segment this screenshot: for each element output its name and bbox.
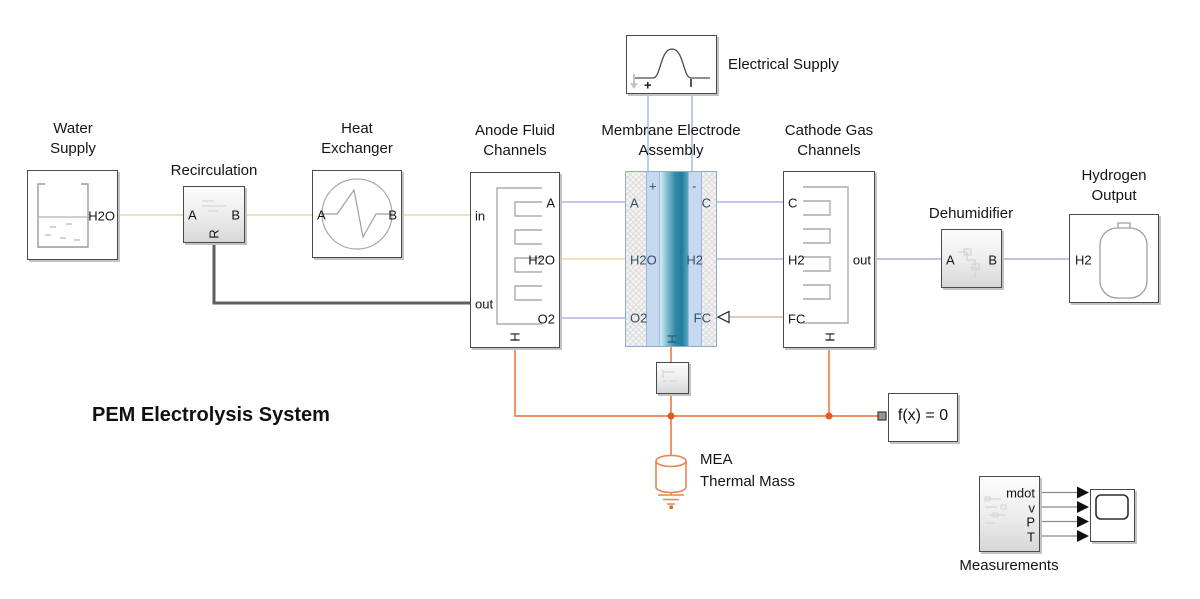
port-label-h: H <box>822 332 838 342</box>
port-label-out: out <box>852 252 871 268</box>
thermal-junction-dot <box>825 412 833 420</box>
heat-exchanger-block[interactable]: A B <box>312 170 402 258</box>
water-supply-label: Water Supply <box>50 120 96 157</box>
port-label-a: A <box>946 252 955 268</box>
port-label-a: A <box>317 207 326 223</box>
port-label-fc: FC <box>788 311 806 327</box>
annotation-arrow-icon <box>630 83 638 89</box>
port-label-plus: + <box>649 178 657 194</box>
pulse-curve-icon <box>630 48 710 89</box>
port-label-o2: O2 <box>630 310 648 326</box>
cathode-gas-channels-block[interactable]: C H2 FC out H <box>783 171 875 348</box>
port-label-b: B <box>231 207 240 223</box>
fc-signal-arrow-icon <box>716 310 730 324</box>
gas-tank-icon <box>1099 222 1148 299</box>
thermal-mass-label: MEA Thermal Mass <box>700 451 796 490</box>
port-label-h2o: H2O <box>630 252 657 268</box>
membrane-electrode-assembly-block[interactable]: + - A H2O O2 C H2 FC H <box>625 171 717 347</box>
anode-fluid-channels-block[interactable]: in out A H2O O2 H <box>470 172 560 348</box>
mea-gdl-left-layer <box>626 172 646 346</box>
hydrogen-output-label: Hydrogen Output <box>1081 167 1147 204</box>
recirculation-block[interactable]: A B R <box>183 186 245 243</box>
mea-membrane-layer <box>660 172 688 346</box>
mea-gdl-right-layer <box>702 172 716 346</box>
port-label-out: out <box>475 296 494 312</box>
dehumidifier-label: Dehumidifier <box>928 205 1014 222</box>
port-label-minus: - <box>692 178 697 194</box>
port-label-r: R <box>206 229 222 239</box>
electrical-supply-block[interactable]: + <box>626 35 717 94</box>
solver-block[interactable]: f(x) = 0 <box>888 393 958 442</box>
port-label-o2: O2 <box>537 311 555 327</box>
port-label-fc: FC <box>693 310 711 326</box>
serpentine-channel-icon <box>496 187 542 325</box>
serpentine-channel-icon <box>803 186 849 324</box>
port-label-c: C <box>788 195 798 211</box>
port-label-t: T <box>1027 529 1035 545</box>
scope-screen-icon <box>1095 494 1129 520</box>
thermal-interface-block[interactable] <box>656 362 689 394</box>
recirculation-icon <box>202 200 226 212</box>
electrical-supply-label: Electrical Supply <box>728 56 839 73</box>
measurements-icon <box>984 496 1007 524</box>
mea-anode-catalyst-layer <box>646 172 660 346</box>
line-thermal-bus[interactable] <box>514 348 881 417</box>
port-label-h: H <box>664 334 680 344</box>
recirculation-label: Recirculation <box>170 162 258 179</box>
dehumidifier-block[interactable]: A B <box>941 229 1002 288</box>
heat-exchanger-label: Heat Exchanger <box>321 120 393 157</box>
port-label-b: B <box>988 252 997 268</box>
thermal-interface-icon <box>662 370 677 382</box>
mea-label: Membrane Electrode Assembly <box>601 122 741 159</box>
port-label-b: B <box>388 207 397 223</box>
port-label-h2: H2 <box>686 252 703 268</box>
water-tank-icon <box>37 183 89 248</box>
port-label-h2o: H2O <box>88 208 115 224</box>
port-label-plus: + <box>644 77 652 93</box>
solver-port-icon <box>877 411 887 421</box>
port-label-h2: H2 <box>1075 252 1092 268</box>
mea-cathode-catalyst-layer <box>688 172 702 346</box>
hydrogen-output-block[interactable]: H2 <box>1069 214 1159 303</box>
measurements-block[interactable]: mdot v P T <box>979 476 1040 552</box>
thermal-ground-dot <box>669 505 673 509</box>
measurement-signal-lines[interactable] <box>1040 491 1077 537</box>
thermal-mass-icon[interactable] <box>655 454 687 505</box>
port-label-in: in <box>475 208 486 224</box>
port-label-h: H <box>507 332 523 342</box>
cathode-gas-channels-label: Cathode Gas Channels <box>784 122 874 159</box>
line-recirculation-return[interactable] <box>212 243 470 305</box>
port-label-c: C <box>701 195 711 211</box>
port-label-mdot: mdot <box>1006 485 1035 501</box>
scope-input-arrow-icon <box>1077 486 1089 542</box>
water-supply-block[interactable]: H2O <box>27 170 118 260</box>
port-label-h2o: H2O <box>528 252 555 268</box>
port-label-a: A <box>630 195 639 211</box>
port-label-h2: H2 <box>788 252 805 268</box>
diagram-title: PEM Electrolysis System <box>92 404 330 426</box>
port-label-a: A <box>546 195 555 211</box>
heat-exchanger-icon <box>321 178 393 250</box>
solver-label: f(x) = 0 <box>897 407 949 424</box>
dehumidifier-icon <box>958 248 980 278</box>
thermal-junction-dot <box>667 412 675 420</box>
anode-fluid-channels-label: Anode Fluid Channels <box>474 122 556 159</box>
port-label-p: P <box>1026 514 1035 530</box>
measurements-label: Measurements <box>959 557 1059 574</box>
port-label-a: A <box>188 207 197 223</box>
scope-block[interactable] <box>1090 489 1135 542</box>
port-label-v: v <box>1028 500 1036 516</box>
